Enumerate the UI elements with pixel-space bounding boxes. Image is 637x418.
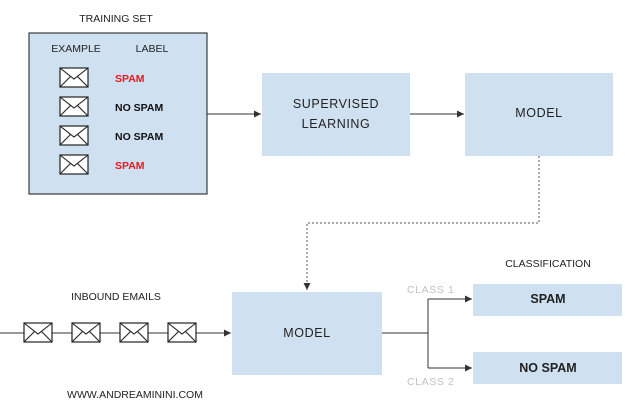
envelope-icon (59, 154, 89, 175)
training-label-2: NO SPAM (115, 102, 163, 114)
supervised-learning-line1: SUPERVISED (293, 97, 379, 111)
classification-title: CLASSIFICATION (505, 258, 591, 270)
class-1-value: SPAM (530, 292, 565, 306)
supervised-learning-line2: LEARNING (302, 117, 371, 131)
class-1-box (473, 284, 622, 316)
envelope-icon (59, 67, 89, 88)
class-2-box (473, 352, 622, 384)
model-top-box (465, 73, 613, 156)
training-label-3: NO SPAM (115, 131, 163, 143)
envelope-icon (23, 322, 53, 343)
training-set-box (28, 32, 208, 195)
class-1-label: CLASS 1 (407, 284, 454, 296)
envelope-icon (59, 96, 89, 117)
envelope-icon (119, 322, 149, 343)
class-2-label: CLASS 2 (407, 376, 454, 388)
model-bottom-box (232, 292, 382, 375)
model-top-label: MODEL (515, 106, 562, 120)
training-label-4: SPAM (115, 160, 145, 172)
website-label: WWW.ANDREAMININI.COM (67, 389, 203, 401)
dashed-arrow-model-to-model (303, 156, 540, 290)
supervised-learning-box (262, 73, 410, 156)
column-header-example: EXAMPLE (51, 43, 101, 55)
envelope-icon (59, 125, 89, 146)
inbound-emails-label: INBOUND EMAILS (71, 291, 161, 303)
envelope-icon (167, 322, 197, 343)
envelope-icon (71, 322, 101, 343)
training-label-1: SPAM (115, 73, 145, 85)
class-2-value: NO SPAM (519, 361, 576, 375)
training-set-title: TRAINING SET (79, 13, 153, 25)
model-bottom-label: MODEL (283, 326, 330, 340)
column-header-label: LABEL (136, 43, 169, 55)
